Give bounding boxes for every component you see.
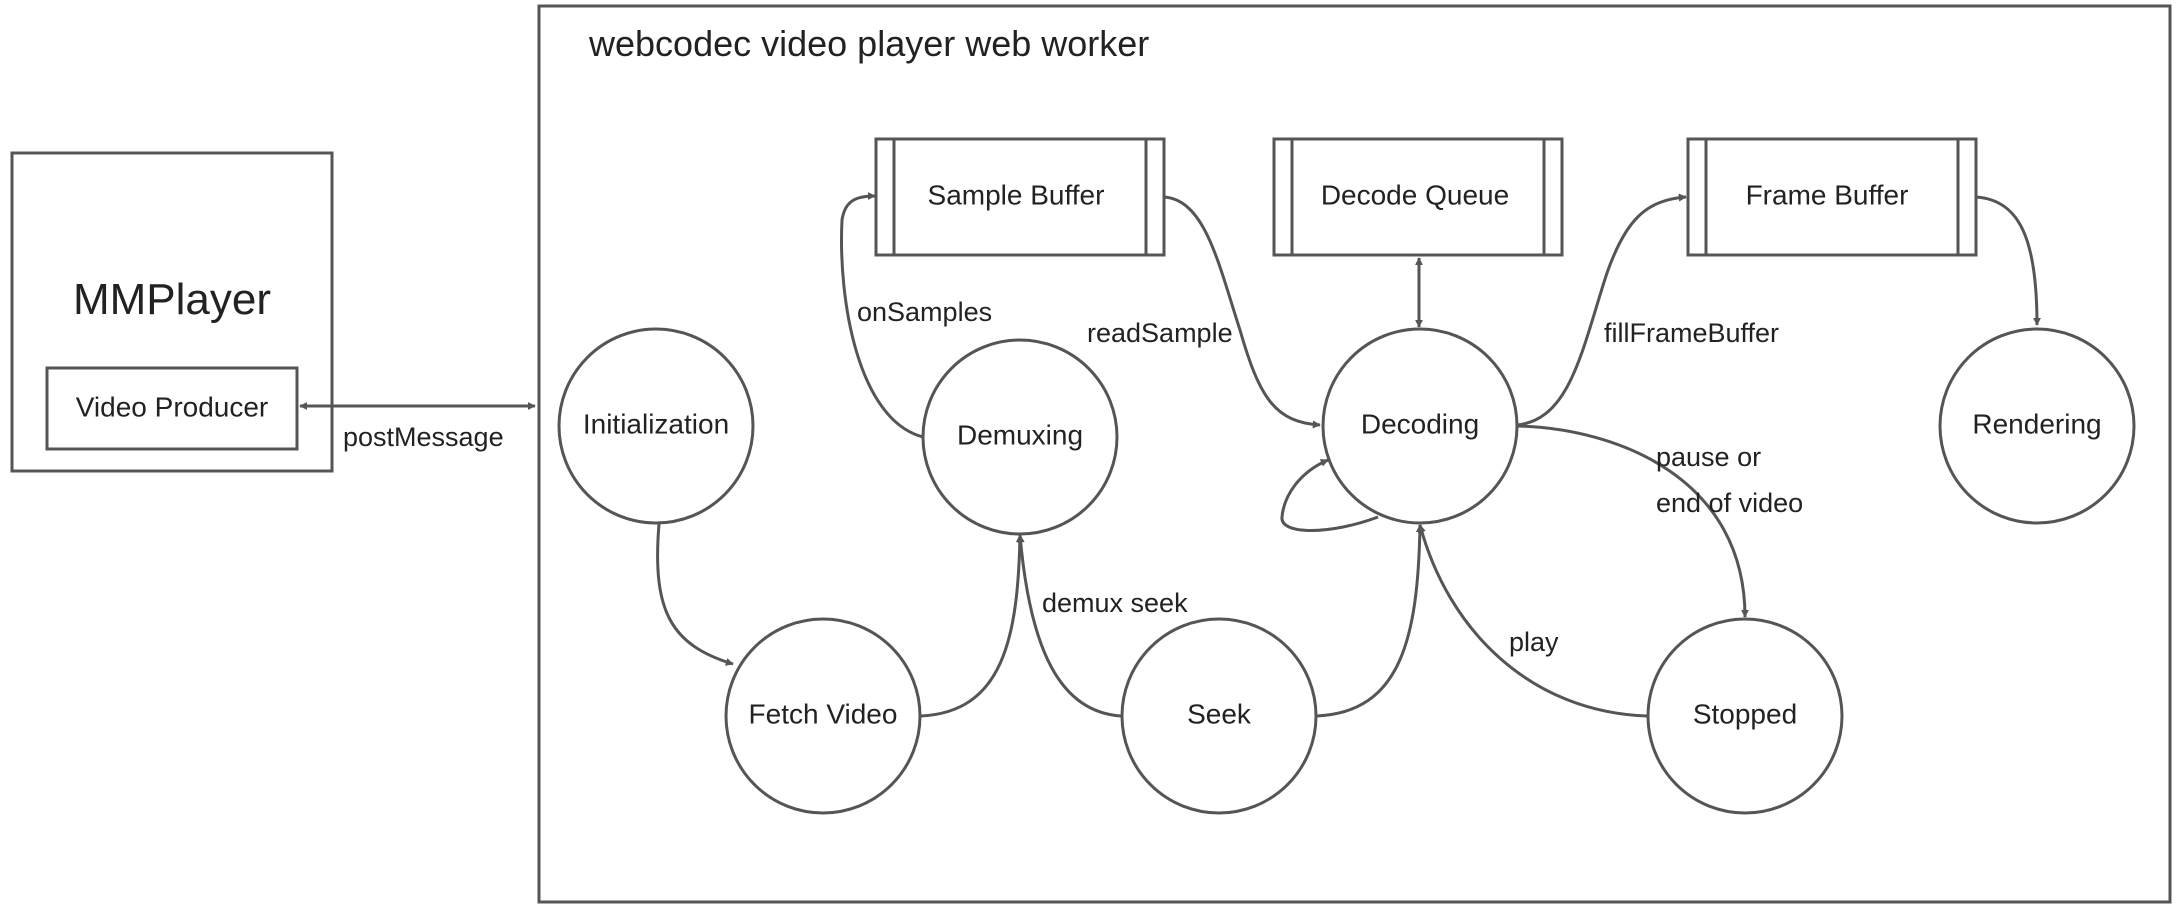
state-demuxing: Demuxing [921, 338, 1119, 536]
edge-seek-to-decode [1316, 524, 1424, 718]
edge-sample-buffer-to-decode [1163, 195, 1321, 429]
state-rendering: Rendering [1938, 327, 2136, 525]
decode-queue-label: Decode Queue [1321, 179, 1509, 210]
state-decoding: Decoding [1321, 327, 1519, 525]
on-samples-label: onSamples [857, 297, 992, 327]
edge-frame-buffer-to-render [1975, 195, 2041, 326]
video-producer-box: Video Producer [45, 366, 299, 451]
state-initialization: Initialization [557, 327, 755, 525]
frame-buffer-box: Frame Buffer [1686, 137, 1978, 257]
edge-init-to-fetch [656, 523, 734, 666]
edge-seek-to-demux [1016, 534, 1122, 718]
edge-decode-to-frame-buffer [1516, 193, 1687, 427]
demux-seek-label: demux seek [1042, 588, 1188, 618]
worker-title: webcodec video player web worker [588, 23, 1149, 64]
read-sample-label: readSample [1087, 318, 1233, 348]
state-demuxing-label: Demuxing [957, 419, 1083, 450]
state-decoding-label: Decoding [1361, 408, 1479, 439]
mmplayer-title: MMPlayer [73, 275, 271, 324]
sample-buffer-box: Sample Buffer [874, 137, 1166, 257]
state-fetch-video-label: Fetch Video [749, 698, 898, 729]
edge-stopped-to-decode [1417, 524, 1648, 718]
edge-demux-to-sample-buffer [840, 192, 924, 439]
play-label: play [1509, 627, 1559, 657]
state-initialization-label: Initialization [583, 408, 729, 439]
post-message-label: postMessage [343, 422, 504, 452]
decode-queue-box: Decode Queue [1272, 137, 1564, 257]
edge-decode-to-stopped [1515, 424, 1749, 618]
state-seek-label: Seek [1187, 698, 1252, 729]
edge-decode-self-loop [1280, 458, 1379, 532]
state-seek: Seek [1120, 617, 1318, 815]
state-stopped-label: Stopped [1693, 698, 1797, 729]
sample-buffer-label: Sample Buffer [928, 179, 1105, 210]
state-fetch-video: Fetch Video [724, 617, 922, 815]
edge-fetch-to-demux [920, 534, 1024, 718]
pause-label-line1: pause or [1656, 442, 1761, 472]
video-producer-label: Video Producer [76, 391, 269, 422]
fill-frame-buffer-label: fillFrameBuffer [1604, 318, 1779, 348]
state-rendering-label: Rendering [1972, 408, 2101, 439]
state-stopped: Stopped [1646, 617, 1844, 815]
frame-buffer-label: Frame Buffer [1746, 179, 1909, 210]
pause-label-line2: end of video [1656, 488, 1803, 518]
